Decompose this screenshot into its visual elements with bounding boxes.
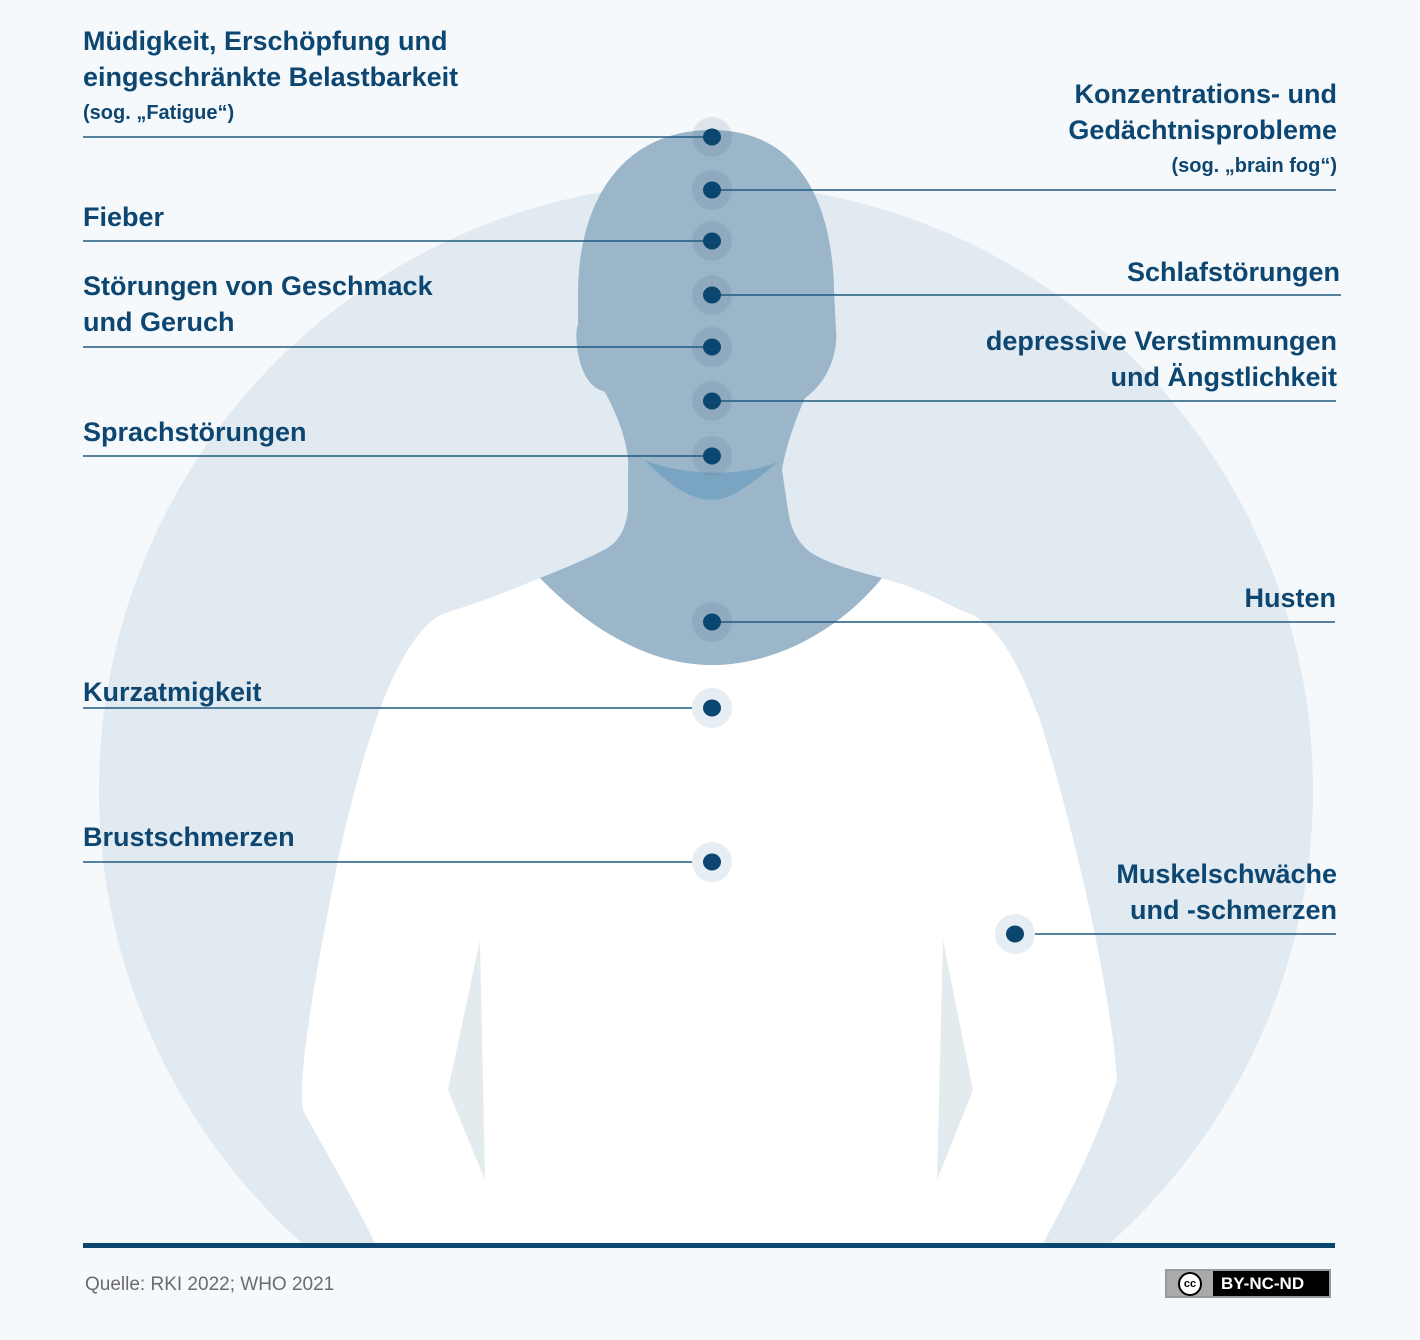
label-line: Gedächtnisprobleme [1068,115,1337,145]
torso [301,578,1117,1245]
symptom-point [703,286,721,304]
symptom-point [703,613,721,631]
label-line: Muskelschwäche [1116,859,1337,889]
label-line: Husten [1244,583,1336,613]
label-line: Brustschmerzen [83,822,295,852]
label-line: Fieber [83,202,165,232]
symptom-point [703,392,721,410]
label-line: Sprachstörungen [83,417,307,447]
symptom-point [1006,925,1024,943]
label-line: und Geruch [83,307,235,337]
label-depressiv: depressive Verstimmungen und Ängstlichke… [986,323,1337,395]
license-text: BY-NC-ND [1221,1273,1305,1293]
label-kurzatmigkeit: Kurzatmigkeit [83,674,262,710]
label-line: Störungen von Geschmack [83,271,433,301]
footer-rule [83,1243,1335,1248]
arm-gap-right [937,940,973,1180]
label-line: Kurzatmigkeit [83,677,262,707]
chin-shadow [645,460,778,500]
label-line: und Ängstlichkeit [1110,362,1337,392]
source-note: Quelle: RKI 2022; WHO 2021 [85,1274,335,1295]
cc-icon: cc [1167,1271,1213,1296]
label-brustschmerzen: Brustschmerzen [83,819,295,855]
symptom-point [703,853,721,871]
symptom-point [703,181,721,199]
cc-icon-text: cc [1178,1271,1202,1296]
symptom-point [703,128,721,146]
symptom-point [703,338,721,356]
label-brain-fog: Konzentrations- und Gedächtnisprobleme (… [1068,76,1337,180]
arm-gap-left [448,940,485,1180]
symptom-point [703,699,721,717]
symptom-point [703,232,721,250]
label-sub: (sog. „brain fog“) [1171,155,1337,177]
license-badge[interactable]: cc BY-NC-ND [1165,1269,1331,1298]
label-fatigue: Müdigkeit, Erschöpfung und eingeschränkt… [83,23,458,127]
label-line: Konzentrations- und [1074,79,1337,109]
label-husten: Husten [1244,580,1336,616]
label-line: Schlafstörungen [1126,257,1340,287]
label-line: Müdigkeit, Erschöpfung und [83,26,448,56]
label-schlaf: Schlafstörungen [1127,254,1340,290]
label-line: und -schmerzen [1129,895,1337,925]
label-muskel: Muskelschwäche und -schmerzen [1116,856,1337,928]
label-line: eingeschränkte Belastbarkeit [83,62,459,92]
label-line: depressive Verstimmungen [985,326,1337,356]
symptom-point [703,447,721,465]
label-geschmack: Störungen von Geschmack und Geruch [83,268,433,340]
label-sub: (sog. „Fatigue“) [83,102,235,124]
label-fieber: Fieber [83,199,164,235]
label-sprache: Sprachstörungen [83,414,307,450]
